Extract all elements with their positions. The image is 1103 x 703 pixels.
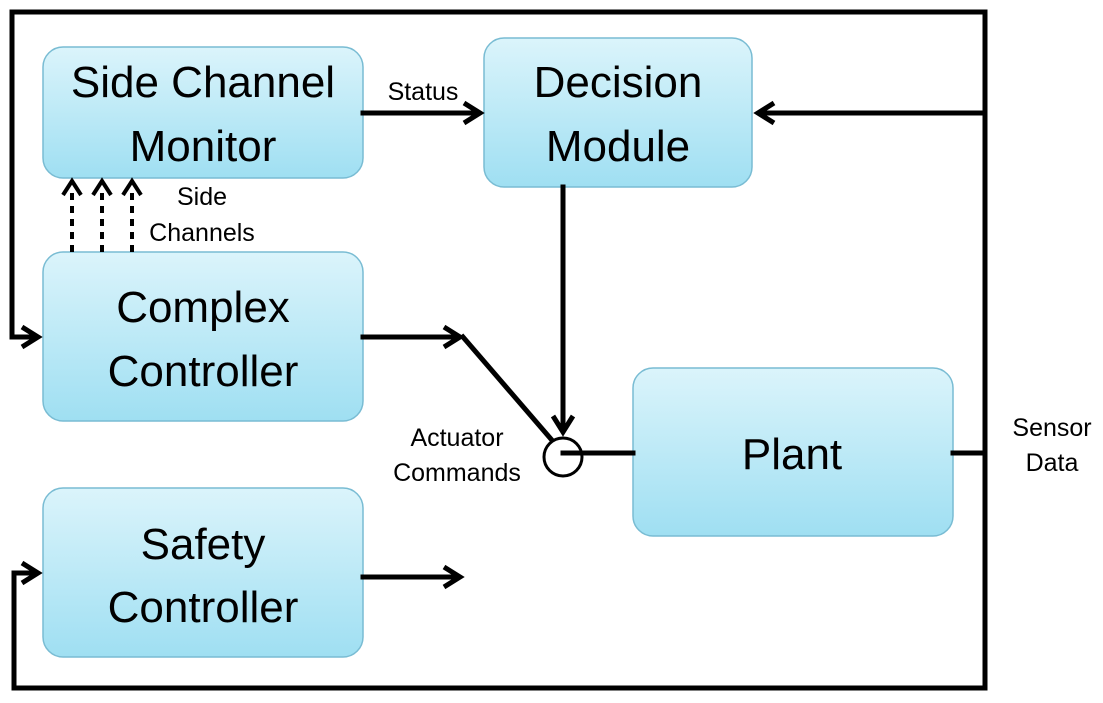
- actuator-commands-label-line1: Actuator: [410, 424, 503, 452]
- decision-module-sensor-arrowhead: [753, 100, 776, 126]
- side-channels-label-line2: Channels: [149, 219, 255, 247]
- sensor-data-label-line1: Sensor: [1012, 414, 1091, 442]
- safety-controller-label-line1: Safety: [141, 520, 266, 569]
- side-channel-arrowhead-1: [61, 177, 83, 197]
- complex-controller-label-line1: Complex: [116, 283, 290, 332]
- side-channel-monitor-label-line1: Side Channel: [71, 58, 335, 107]
- status-arrowhead: [462, 100, 485, 126]
- side-channel-monitor-label-line2: Monitor: [130, 122, 277, 171]
- complex-controller-input-arrowhead: [20, 324, 43, 350]
- decision-module-label-line2: Module: [546, 122, 690, 171]
- complex-controller-label-line2: Controller: [108, 347, 299, 396]
- side-channel-arrows: [61, 177, 143, 252]
- side-channel-arrowhead-3: [121, 177, 143, 197]
- decision-to-switch-arrowhead: [550, 414, 576, 437]
- complex-controller-block: Complex Controller: [42, 251, 364, 422]
- decision-module-block: Decision Module: [483, 37, 753, 188]
- side-channel-monitor-block: Side Channel Monitor: [42, 46, 364, 179]
- safety-controller-output-arrowhead: [442, 564, 465, 590]
- safety-controller-label-line2: Controller: [108, 583, 299, 632]
- safety-controller-block: Safety Controller: [42, 487, 364, 658]
- safety-controller-input-arrowhead: [20, 560, 43, 586]
- side-channel-arrowhead-2: [91, 177, 113, 197]
- side-channels-label-line1: Side: [177, 183, 227, 211]
- switch-lever: [459, 333, 567, 457]
- plant-label: Plant: [742, 430, 842, 479]
- actuator-commands-label-line2: Commands: [393, 459, 521, 487]
- decision-module-label-line1: Decision: [534, 58, 703, 107]
- sensor-data-label-line2: Data: [1026, 449, 1079, 477]
- feedback-wire-bottom: [11, 450, 988, 691]
- plant-block: Plant: [632, 367, 954, 537]
- feedback-wire-top: [9, 9, 988, 456]
- switch-contact: [542, 436, 584, 478]
- status-label: Status: [388, 78, 459, 106]
